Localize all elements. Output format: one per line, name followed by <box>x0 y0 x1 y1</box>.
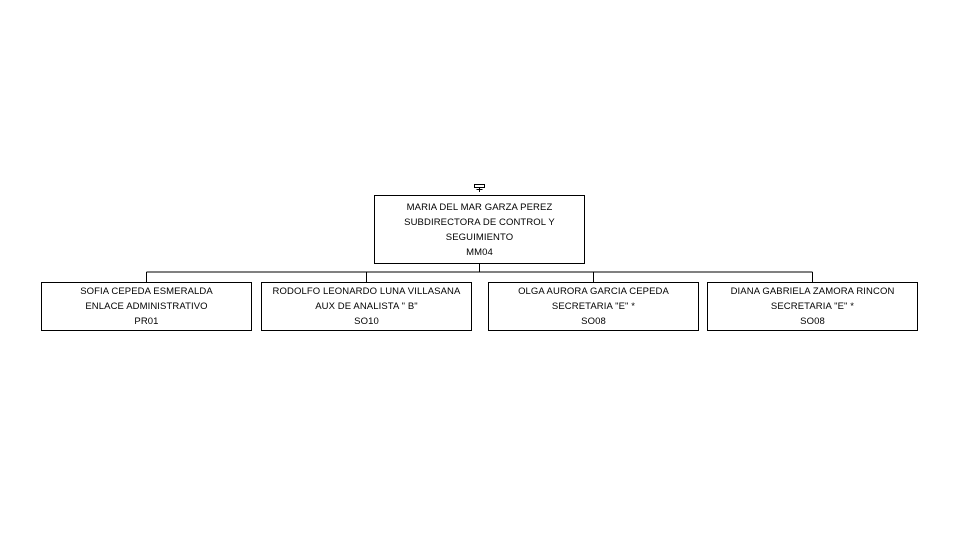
node-name: SOFIA CEPEDA ESMERALDA <box>80 286 213 297</box>
node-name: MARIA DEL MAR GARZA PEREZ <box>406 201 553 213</box>
node-position: ENLACE ADMINISTRATIVO <box>85 301 208 312</box>
node-position: SECRETARIA "E" * <box>770 301 855 312</box>
node-name: OLGA AURORA GARCIA CEPEDA <box>518 286 669 297</box>
node-code: MM04 <box>466 246 493 258</box>
child-node: OLGA AURORA GARCIA CEPEDA SECRETARIA "E"… <box>488 282 699 331</box>
node-position: AUX DE ANALISTA " B" <box>315 301 418 312</box>
node-position: SUBDIRECTORA DE CONTROL Y SEGUIMIENTO <box>404 216 555 243</box>
node-code: SO08 <box>800 316 825 327</box>
node-position: SECRETARIA "E" * <box>551 301 636 312</box>
child-node: RODOLFO LEONARDO LUNA VILLASANA AUX DE A… <box>261 282 472 331</box>
child-node: SOFIA CEPEDA ESMERALDA ENLACE ADMINISTRA… <box>41 282 252 331</box>
child-node: DIANA GABRIELA ZAMORA RINCON SECRETARIA … <box>707 282 918 331</box>
node-code: SO08 <box>581 316 606 327</box>
node-name: RODOLFO LEONARDO LUNA VILLASANA <box>272 286 461 297</box>
node-code: SO10 <box>354 316 379 327</box>
root-node: MARIA DEL MAR GARZA PEREZ SUBDIRECTORA D… <box>374 195 585 264</box>
node-name: DIANA GABRIELA ZAMORA RINCON <box>730 286 895 297</box>
node-code: PR01 <box>134 316 159 327</box>
org-chart-icon <box>474 184 485 192</box>
